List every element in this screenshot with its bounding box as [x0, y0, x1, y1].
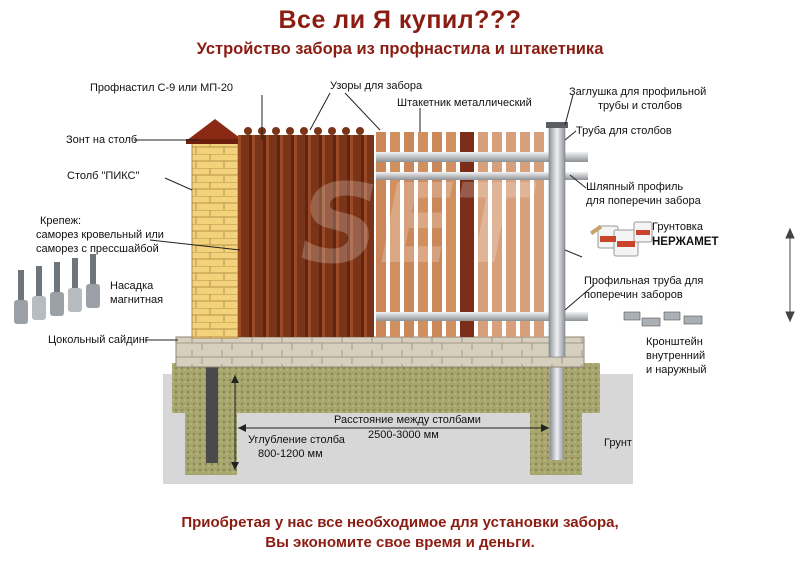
page-subtitle: Устройство забора из профнастила и штаке…: [196, 40, 604, 58]
footer-line-1: Приобретая у нас все необходимое для уст…: [181, 514, 619, 531]
label-gruntovka-1: Грунтовка: [652, 221, 703, 233]
label-profilnaya-1: Профильная труба для: [584, 275, 704, 287]
label-uglublenie-1: Углубление столба: [248, 434, 345, 446]
label-shtaketnik: Штакетник металлический: [397, 97, 532, 109]
label-stolb-piks: Столб "ПИКС": [67, 170, 140, 182]
brackets-image: [623, 311, 703, 327]
label-shlyapny-1: Шляпный профиль: [586, 181, 684, 193]
foundation: [172, 363, 600, 413]
underground-post-right: [550, 350, 564, 460]
label-krepezh-1: Крепеж:: [40, 215, 82, 227]
label-grunt: Грунт: [604, 437, 632, 449]
label-kronshtein-3: и наружный: [646, 364, 707, 376]
label-nasadka-2: магнитная: [110, 294, 164, 306]
underground-post-left: [206, 366, 218, 463]
post-cap-plug: [546, 122, 568, 128]
magnetic-bits-image: [14, 254, 100, 324]
profnastil-panel: [238, 135, 374, 337]
footer-line-2: Вы экономите свое время и деньги.: [265, 534, 535, 551]
label-profilnaya-2: поперечин заборов: [584, 289, 683, 301]
metal-post: [548, 126, 566, 358]
label-profnastil: Профнастил С-9 или МП-20: [90, 82, 234, 94]
page-title: Все ли Я купил???: [278, 6, 522, 34]
plinth-siding: [175, 336, 585, 368]
label-rasstoyanie-1: Расстояние между столбами: [334, 414, 481, 426]
label-gruntovka-2: НЕРЖАМЕТ: [652, 236, 719, 248]
label-rasstoyanie-2: 2500-3000 мм: [368, 429, 439, 441]
label-tsokolny: Цокольный сайдинг: [48, 334, 149, 346]
bottom-rail: [376, 312, 588, 321]
resize-arrow-icon: [785, 227, 795, 323]
fence-patterns: [244, 127, 364, 135]
watermark: SET: [300, 160, 537, 288]
picket-fence: [376, 132, 544, 337]
middle-rail: [376, 172, 588, 180]
leader-lines: [134, 92, 595, 341]
label-uzory: Узоры для забора: [330, 80, 423, 92]
primer-cans-image: [589, 221, 653, 257]
brick-post: [191, 139, 239, 339]
label-kronshtein-2: внутренний: [646, 350, 706, 362]
label-zont: Зонт на столб: [66, 134, 138, 146]
post-cap: [186, 119, 244, 141]
label-krepezh-2: саморез кровельный или: [36, 229, 164, 241]
top-rail: [376, 152, 588, 162]
label-krepezh-3: саморез с прессшайбой: [36, 243, 159, 255]
label-zaglushka-2: трубы и столбов: [598, 100, 683, 112]
label-nasadka-1: Насадка: [110, 280, 154, 292]
label-uglublenie-2: 800-1200 мм: [258, 448, 323, 460]
label-truba-stolb: Труба для столбов: [576, 125, 672, 137]
label-shlyapny-2: для поперечин забора: [586, 195, 701, 207]
label-kronshtein-1: Кронштейн: [646, 336, 703, 348]
label-zaglushka-1: Заглушка для профильной: [569, 86, 707, 98]
